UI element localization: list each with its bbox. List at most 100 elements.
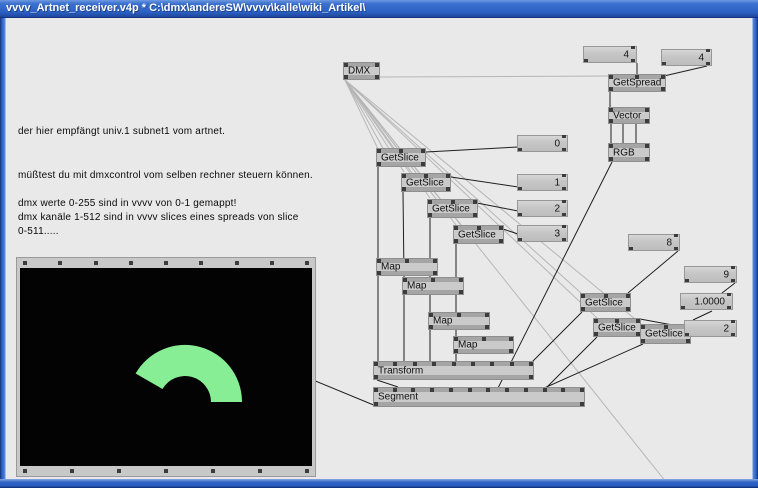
- node-pin[interactable]: [473, 213, 477, 217]
- node-pin[interactable]: [674, 234, 678, 237]
- iobox-index-2[interactable]: 2: [517, 200, 568, 217]
- node-pin[interactable]: [626, 307, 630, 311]
- renderer-pin[interactable]: [70, 469, 74, 473]
- node-pin[interactable]: [375, 63, 379, 67]
- node-pin[interactable]: [518, 238, 522, 241]
- node-pin[interactable]: [499, 226, 503, 230]
- node-pin[interactable]: [468, 388, 472, 392]
- node-pin[interactable]: [499, 239, 503, 243]
- node-pin[interactable]: [471, 362, 475, 366]
- node-pin[interactable]: [459, 290, 463, 294]
- node-pin[interactable]: [459, 278, 463, 282]
- node-pin[interactable]: [485, 325, 489, 329]
- iobox-index-3[interactable]: 3: [517, 225, 568, 242]
- node-pin[interactable]: [485, 313, 489, 317]
- renderer-window[interactable]: [16, 257, 316, 477]
- node-map-4[interactable]: Map: [453, 336, 514, 354]
- node-pin[interactable]: [421, 162, 425, 166]
- node-pin[interactable]: [685, 279, 689, 282]
- node-pin[interactable]: [727, 293, 731, 296]
- node-map-1[interactable]: Map: [376, 258, 438, 276]
- node-pin[interactable]: [510, 362, 514, 366]
- node-pin[interactable]: [609, 75, 613, 79]
- iobox-index-0[interactable]: 0: [517, 135, 568, 152]
- node-pin[interactable]: [580, 402, 584, 406]
- window-border-left[interactable]: [0, 18, 6, 479]
- node-getslice-4[interactable]: GetSlice: [453, 225, 504, 244]
- node-pin[interactable]: [731, 266, 735, 269]
- node-pin[interactable]: [518, 148, 522, 151]
- node-getspread[interactable]: GetSpread: [608, 74, 666, 92]
- node-pin[interactable]: [645, 144, 649, 148]
- node-pin[interactable]: [473, 200, 477, 204]
- node-getslice-3[interactable]: GetSlice: [427, 199, 478, 218]
- node-pin[interactable]: [562, 187, 566, 190]
- node-pin[interactable]: [431, 278, 435, 282]
- node-pin[interactable]: [645, 108, 649, 112]
- node-pin[interactable]: [562, 213, 566, 216]
- node-pin[interactable]: [486, 388, 490, 392]
- node-pin[interactable]: [636, 319, 640, 323]
- renderer-pin[interactable]: [258, 469, 262, 473]
- node-pin[interactable]: [562, 200, 566, 203]
- node-pin[interactable]: [661, 75, 665, 79]
- iobox-index-9[interactable]: 9: [684, 266, 737, 283]
- renderer-pin[interactable]: [23, 469, 27, 473]
- node-pin[interactable]: [433, 271, 437, 275]
- iobox-spreadcount-4b[interactable]: 4: [661, 49, 712, 66]
- renderer-pin[interactable]: [164, 261, 168, 265]
- node-pin[interactable]: [421, 149, 425, 153]
- node-pin[interactable]: [626, 294, 630, 298]
- iobox-index-8[interactable]: 8: [628, 234, 680, 251]
- node-pin[interactable]: [518, 213, 522, 216]
- iobox-spreadcount-4a[interactable]: 4: [583, 46, 637, 63]
- node-pin[interactable]: [731, 333, 735, 336]
- node-pin[interactable]: [635, 75, 639, 79]
- node-pin[interactable]: [509, 349, 513, 353]
- renderer-pin[interactable]: [58, 261, 62, 265]
- node-pin[interactable]: [562, 225, 566, 228]
- node-pin[interactable]: [490, 362, 494, 366]
- renderer-pin[interactable]: [164, 469, 168, 473]
- node-pin[interactable]: [344, 63, 348, 67]
- node-pin[interactable]: [686, 339, 690, 343]
- node-pin[interactable]: [562, 174, 566, 177]
- node-pin[interactable]: [629, 247, 633, 250]
- window-titlebar[interactable]: vvvv_Artnet_receiver.v4p * C:\dmx\andere…: [0, 0, 758, 18]
- node-pin[interactable]: [631, 59, 635, 62]
- node-map-3[interactable]: Map: [428, 312, 490, 330]
- node-pin[interactable]: [645, 119, 649, 123]
- node-pin[interactable]: [562, 148, 566, 151]
- node-pin[interactable]: [561, 388, 565, 392]
- renderer-pin[interactable]: [23, 261, 27, 265]
- iobox-value-1.0000[interactable]: 1.0000: [680, 293, 733, 310]
- node-transform[interactable]: Transform: [373, 361, 534, 380]
- node-pin[interactable]: [631, 46, 635, 49]
- node-pin[interactable]: [452, 362, 456, 366]
- node-dmx[interactable]: DMX: [343, 62, 380, 80]
- node-pin[interactable]: [685, 333, 689, 336]
- node-getslice-r2[interactable]: GetSlice: [593, 318, 641, 337]
- node-pin[interactable]: [374, 402, 378, 406]
- node-pin[interactable]: [645, 157, 649, 161]
- renderer-pin[interactable]: [117, 469, 121, 473]
- node-pin[interactable]: [518, 187, 522, 190]
- node-pin[interactable]: [509, 337, 513, 341]
- node-pin[interactable]: [430, 388, 434, 392]
- node-pin[interactable]: [727, 306, 731, 309]
- node-pin[interactable]: [661, 87, 665, 91]
- node-pin[interactable]: [706, 62, 710, 65]
- node-pin[interactable]: [529, 362, 533, 366]
- node-pin[interactable]: [580, 388, 584, 392]
- node-pin[interactable]: [562, 135, 566, 138]
- node-pin[interactable]: [432, 362, 436, 366]
- renderer-pin[interactable]: [129, 261, 133, 265]
- node-pin[interactable]: [529, 375, 533, 379]
- renderer-pin[interactable]: [211, 469, 215, 473]
- renderer-pin[interactable]: [270, 261, 274, 265]
- window-border-bottom[interactable]: [0, 479, 758, 488]
- window-border-right[interactable]: [752, 18, 758, 479]
- renderer-viewport[interactable]: [20, 268, 312, 466]
- node-pin[interactable]: [375, 75, 379, 79]
- iobox-index-2b[interactable]: 2: [684, 320, 737, 337]
